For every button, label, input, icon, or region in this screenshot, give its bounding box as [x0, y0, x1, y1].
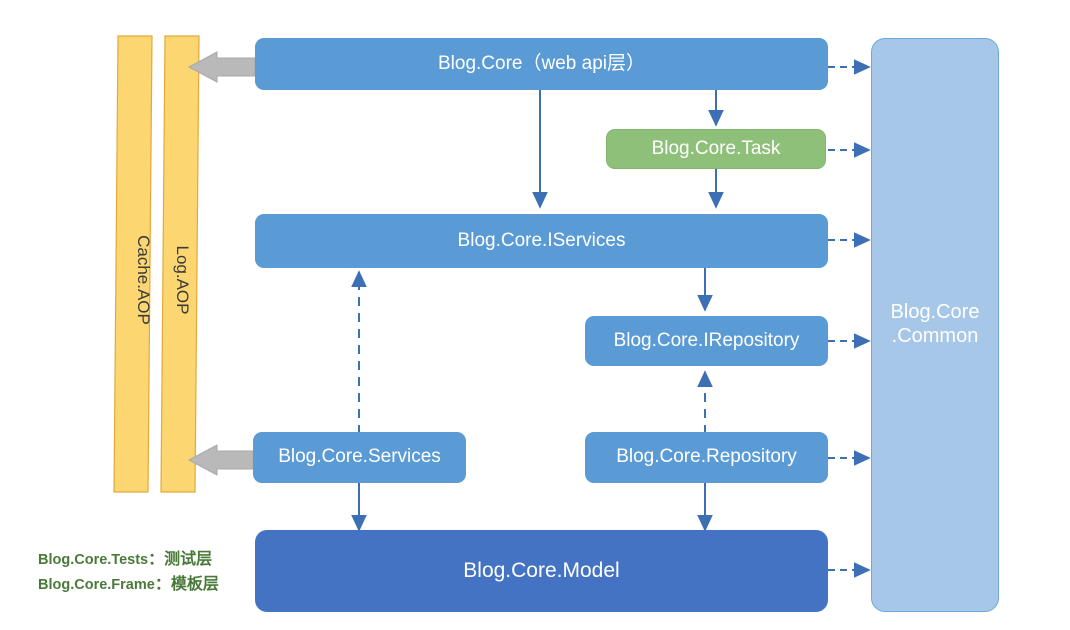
legend-tests-sep: ：: [148, 551, 165, 568]
box-blog-core-irepository[interactable]: Blog.Core.IRepository: [585, 316, 828, 366]
common-line-2: .Common: [891, 325, 979, 347]
box-blog-core-task[interactable]: Blog.Core.Task: [606, 129, 826, 169]
block-arrow-core-to-aop: [187, 51, 256, 83]
box-blog-core-model[interactable]: Blog.Core.Model: [255, 530, 828, 612]
legend-tests-value: 测试层: [164, 551, 213, 568]
legend-frame-name: Blog.Core.Frame: [38, 576, 155, 593]
legend-row-tests: Blog.Core.Tests：测试层: [38, 548, 219, 573]
legend-tests-name: Blog.Core.Tests: [38, 552, 149, 568]
legend-frame-value: 模板层: [170, 575, 219, 593]
legend: Blog.Core.Tests：测试层 Blog.Core.Frame：模板层: [38, 548, 219, 598]
legend-row-frame: Blog.Core.Frame：模板层: [38, 573, 219, 598]
aop-label-log: Log.AOP: [173, 245, 192, 315]
block-arrow-services-to-aop: [187, 444, 254, 476]
box-blog-core-repository[interactable]: Blog.Core.Repository: [585, 432, 828, 483]
box-blog-core-common[interactable]: Blog.Core .Common: [871, 38, 999, 612]
box-blog-core-services[interactable]: Blog.Core.Services: [253, 432, 466, 483]
box-blog-core-iservices[interactable]: Blog.Core.IServices: [255, 214, 828, 268]
common-line-1: Blog.Core: [890, 301, 980, 324]
aop-label-cache: Cache.AOP: [134, 235, 153, 325]
legend-frame-sep: ：: [154, 575, 171, 593]
box-blog-core[interactable]: Blog.Core（web api层）: [255, 38, 828, 90]
